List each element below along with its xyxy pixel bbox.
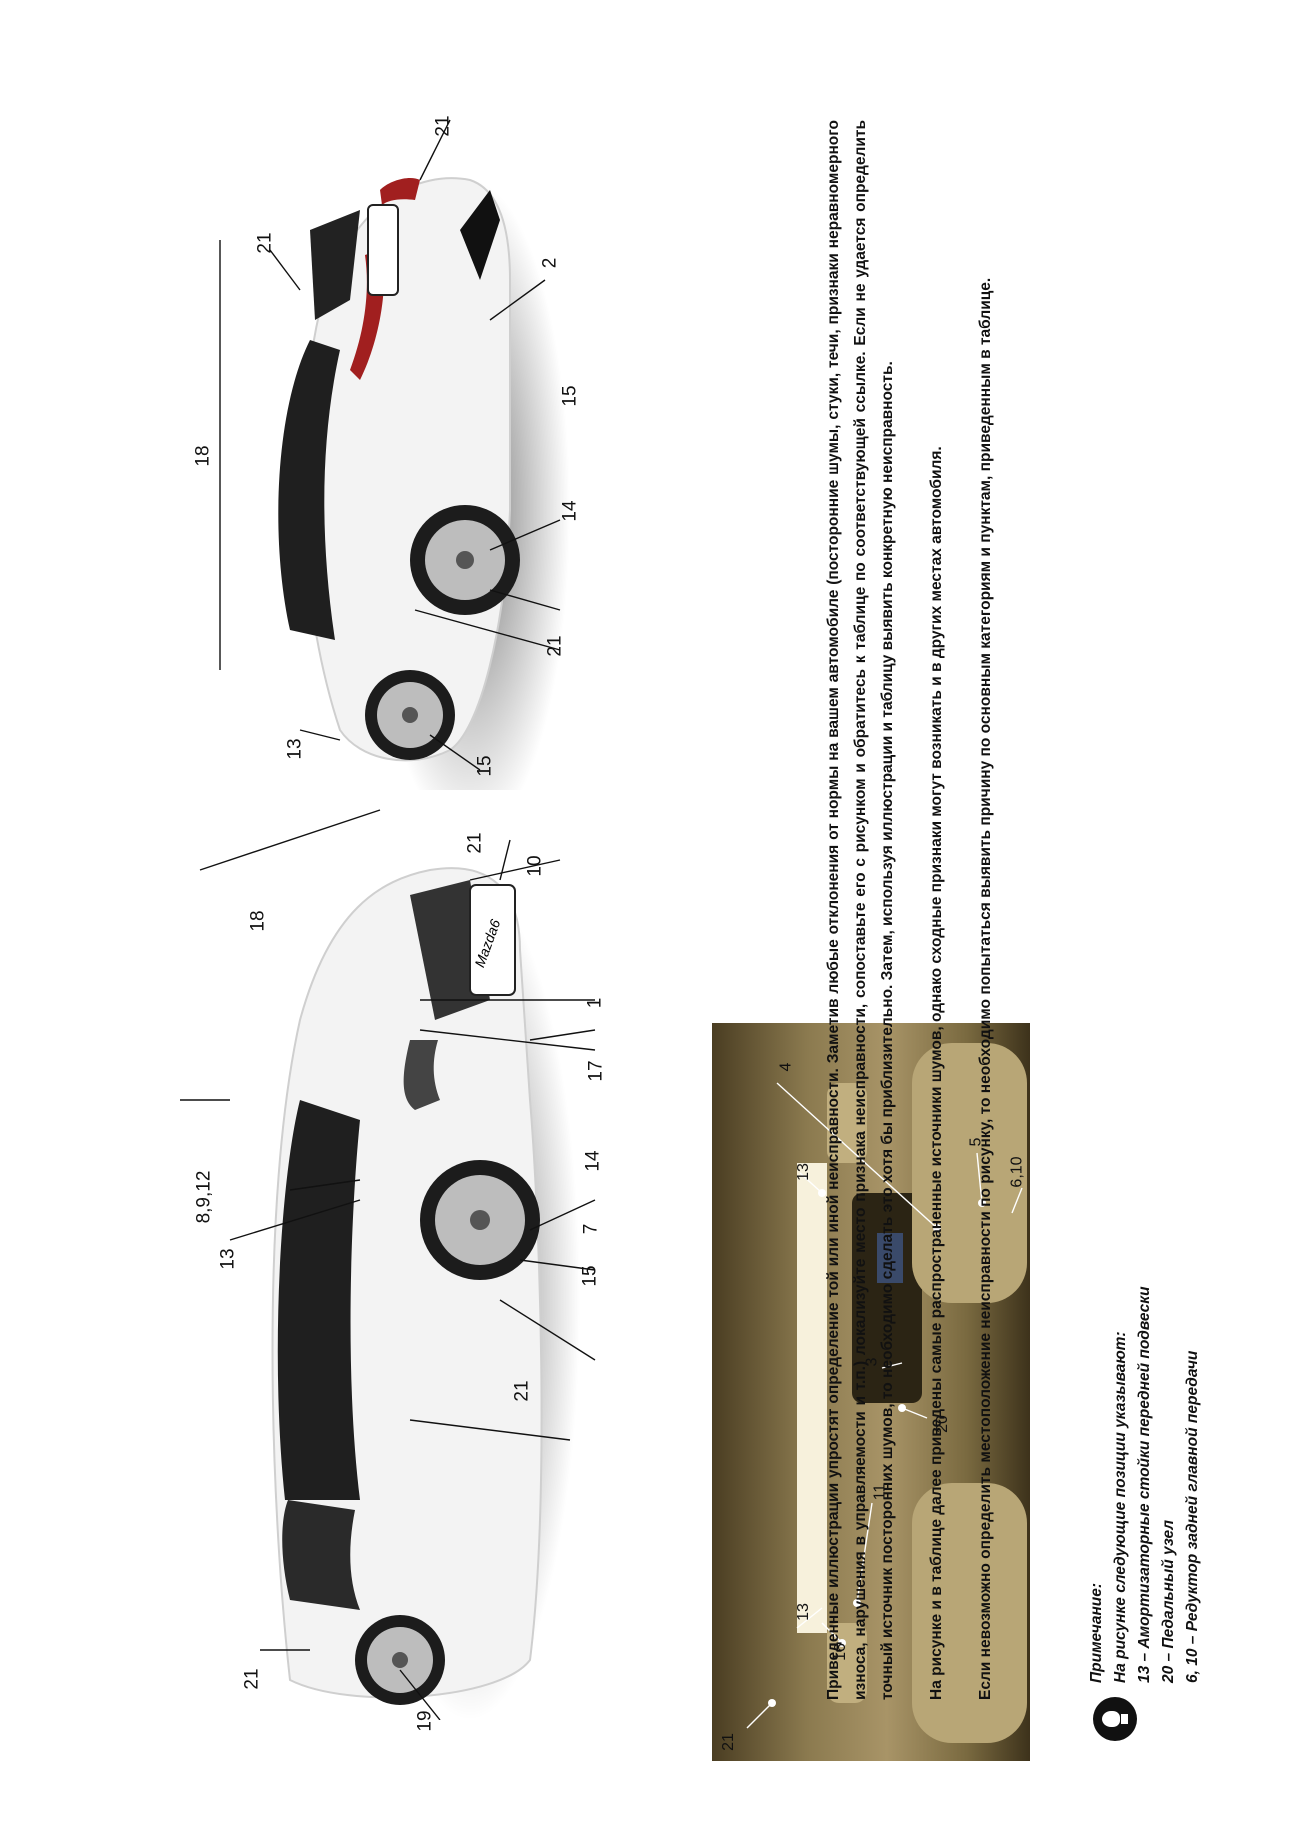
lightbulb-icon xyxy=(1093,1697,1137,1741)
callout-label: 15 xyxy=(474,755,496,777)
rear-car-illustration xyxy=(219,119,570,790)
note-line: 20 – Педальный узел xyxy=(1160,1519,1177,1683)
interior-photo: 21 16 13 11 20 3 13 6,10 5 4 xyxy=(712,1023,1030,1761)
callout-label: 13 xyxy=(217,1248,239,1270)
callout-label: 21 xyxy=(544,635,566,657)
callout-label: 18 xyxy=(192,445,214,467)
callout-label: 21 xyxy=(511,1380,533,1402)
note-line: 13 – Амортизаторные стойки передней подв… xyxy=(1136,1286,1153,1683)
note-line: На рисунке следующие позиции указывают: xyxy=(1112,1331,1129,1683)
callout-label: 14 xyxy=(559,500,581,522)
callout-label: 13 xyxy=(284,738,306,760)
paragraph: На рисунке и в таблице далее приведены с… xyxy=(928,446,945,1700)
callout-label: 14 xyxy=(582,1150,604,1172)
callout-label: 21 xyxy=(464,832,486,854)
callout-label: 15 xyxy=(579,1265,601,1287)
callout-label: 1 xyxy=(584,997,606,1009)
paragraph: Если невозможно определить местоположени… xyxy=(977,277,994,1700)
callout-label: 18 xyxy=(247,910,269,932)
callout-label: 21 xyxy=(241,1668,263,1690)
callout-label: 7 xyxy=(580,1223,602,1235)
callout-label: 2 xyxy=(539,257,561,269)
note-block: Примечание: На рисунке следующие позиции… xyxy=(1083,745,1233,1745)
interior-label: 4 xyxy=(777,1062,795,1072)
callout-label: 21 xyxy=(254,232,276,254)
interior-label: 21 xyxy=(719,1733,737,1751)
callout-label: 8,9,12 xyxy=(193,1170,215,1224)
note-line: 6, 10 – Редуктор задней главной передачи xyxy=(1184,1350,1201,1683)
interior-callout-lines xyxy=(746,1082,1023,1729)
callout-label: 19 xyxy=(414,1710,436,1732)
callout-label: 10 xyxy=(524,855,546,877)
callout-label: 15 xyxy=(559,385,581,407)
note-title: Примечание: xyxy=(1088,1582,1105,1683)
callout-label: 17 xyxy=(585,1060,607,1082)
paragraph: Приведенные иллюстрации упростят определ… xyxy=(825,120,896,1700)
front-car-illustration: Mazda6 xyxy=(180,809,596,1720)
interior-label: 13 xyxy=(794,1163,812,1181)
interior-label: 13 xyxy=(794,1603,812,1621)
callout-label: 21 xyxy=(432,115,454,137)
